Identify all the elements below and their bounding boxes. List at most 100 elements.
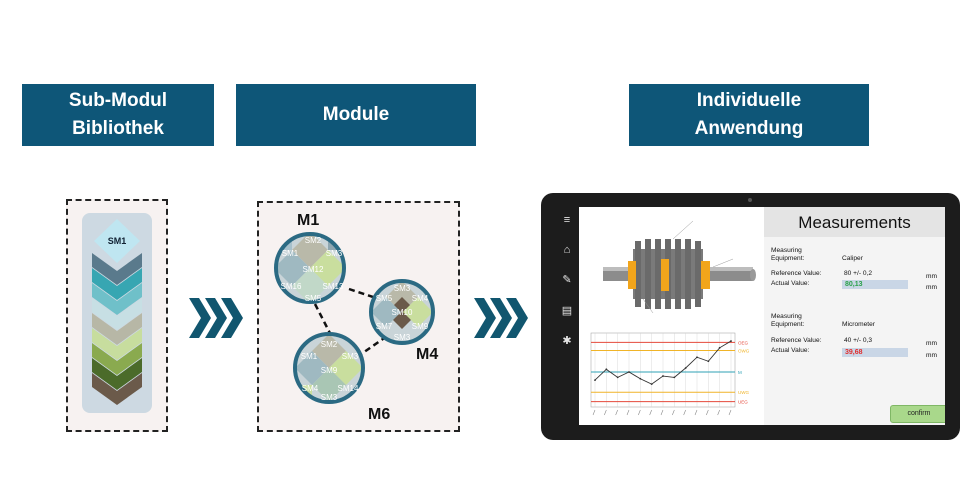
header-line-2: Bibliothek bbox=[72, 118, 164, 139]
equipment-value-2: Micrometer bbox=[842, 321, 875, 328]
m6-cell: SM9 bbox=[321, 366, 338, 375]
arrow-chevrons-1 bbox=[189, 298, 243, 338]
m4-cell: SM3 bbox=[394, 284, 411, 293]
module-m4: SM3 SM5 SM4 SM10 SM7 SM9 SM3 M4 bbox=[369, 279, 438, 363]
equipment-value-1: Caliper bbox=[842, 255, 863, 262]
control-chart: OEG OWG M UWG UEG bbox=[583, 327, 761, 423]
control-chart-svg: OEG OWG M UWG UEG bbox=[590, 332, 750, 416]
m6-cell: SM3 bbox=[342, 352, 359, 361]
app-sidebar: ≡ ⌂ ✎ ▤ ✱ bbox=[555, 207, 579, 425]
menu-icon[interactable]: ≡ bbox=[563, 214, 571, 226]
modules-diagram: SM2 SM1 SM3 SM12 SM16 SM13 SM5 M1 SM3 SM… bbox=[274, 212, 438, 423]
actual-unit-1: mm bbox=[926, 284, 937, 291]
module-m6: SM2 SM1 SM3 SM9 SM4 SM14 SM3 M6 bbox=[293, 332, 390, 423]
arrow-chevrons-2 bbox=[474, 298, 528, 338]
m1-cell: SM12 bbox=[303, 265, 324, 274]
m6-cell: SM3 bbox=[321, 393, 338, 402]
actual-value-2[interactable]: 39,68 bbox=[842, 348, 908, 357]
m1-cell: SM1 bbox=[282, 249, 299, 258]
x-tick bbox=[706, 409, 709, 416]
camera-dot bbox=[748, 198, 752, 202]
confirm-button[interactable]: confirm bbox=[890, 405, 945, 423]
wrench-icon[interactable]: ✎ bbox=[562, 274, 572, 286]
x-tick bbox=[638, 409, 641, 416]
header-individuelle-anwendung: Individuelle Anwendung bbox=[629, 84, 869, 146]
tablet-device: ≡ ⌂ ✎ ▤ ✱ bbox=[541, 193, 960, 440]
x-tick bbox=[728, 409, 732, 416]
x-tick bbox=[592, 409, 596, 416]
gear-shaft-illustration bbox=[603, 220, 756, 314]
sub-module-layer bbox=[92, 283, 142, 315]
reference-unit-2: mm bbox=[926, 340, 937, 347]
m1-cell: SM3 bbox=[326, 249, 343, 258]
measurements-title: Measurements bbox=[764, 207, 945, 237]
header-line-1: Sub-Modul bbox=[68, 90, 168, 111]
measurement-point bbox=[628, 371, 630, 373]
sub-module-layer bbox=[92, 358, 142, 390]
measurement-point bbox=[594, 379, 596, 381]
home-icon[interactable]: ⌂ bbox=[563, 244, 571, 256]
x-tick bbox=[649, 409, 652, 416]
equipment-label-2: Measuring Equipment: bbox=[771, 313, 805, 328]
m1-label: M1 bbox=[297, 212, 319, 229]
x-tick bbox=[604, 409, 607, 416]
measurement-point bbox=[662, 375, 664, 377]
m4-cell: SM3 bbox=[394, 333, 411, 342]
actual-label-2: Actual Value: bbox=[771, 347, 810, 354]
sub-module-layer bbox=[92, 253, 142, 285]
module-m1: SM2 SM1 SM3 SM12 SM16 SM13 SM5 M1 bbox=[274, 212, 346, 304]
sub-module-stack: SM1 bbox=[82, 213, 152, 413]
control-limit-label: M bbox=[738, 370, 742, 375]
header-line-1: Individuelle bbox=[696, 90, 802, 111]
measurement-point bbox=[730, 340, 732, 342]
control-limit-label: UEG bbox=[738, 400, 748, 405]
sub-module-layer bbox=[92, 313, 142, 345]
equipment-label-1: Measuring Equipment: bbox=[771, 247, 805, 262]
reference-value-2: 40 +/- 0,3 bbox=[844, 337, 873, 344]
header-sub-modul-bibliothek: Sub-Modul Bibliothek bbox=[22, 84, 214, 146]
gear-icon[interactable]: ✱ bbox=[562, 335, 572, 347]
measurement-point bbox=[696, 356, 698, 359]
sub-module-layer bbox=[92, 298, 142, 330]
measurement-point bbox=[639, 377, 642, 380]
header-line-2: Anwendung bbox=[694, 118, 804, 139]
sub-module-layer bbox=[92, 268, 142, 300]
x-tick bbox=[626, 409, 630, 416]
m6-cell: SM14 bbox=[338, 384, 359, 393]
control-limit-label: OWG bbox=[738, 348, 750, 353]
x-tick bbox=[683, 409, 686, 416]
m4-cell: SM9 bbox=[412, 322, 429, 331]
m6-label: M6 bbox=[368, 406, 390, 423]
actual-value-1[interactable]: 80,13 bbox=[842, 280, 908, 289]
m1-cell: SM5 bbox=[305, 294, 322, 303]
sub-module-layer bbox=[92, 343, 142, 375]
m6-cell: SM1 bbox=[301, 352, 318, 361]
x-tick bbox=[694, 409, 698, 416]
sub-module-layer bbox=[92, 373, 142, 405]
reference-value-1: 80 +/- 0,2 bbox=[844, 270, 873, 277]
header-line-1: Module bbox=[322, 104, 390, 125]
m4-cell: SM4 bbox=[412, 294, 429, 303]
m1-cell: SM16 bbox=[281, 282, 302, 291]
m4-cell: SM7 bbox=[376, 322, 393, 331]
tablet-screen: ≡ ⌂ ✎ ▤ ✱ bbox=[555, 207, 945, 425]
measurement-point bbox=[650, 383, 653, 386]
sm1-diamond: SM1 bbox=[94, 219, 140, 263]
m4-cell: SM5 bbox=[376, 294, 393, 303]
measurement-point bbox=[673, 376, 676, 379]
x-tick bbox=[660, 409, 664, 416]
book-icon[interactable]: ▤ bbox=[561, 305, 573, 317]
gear-shaft-drawing bbox=[583, 209, 761, 323]
sm1-label: SM1 bbox=[108, 236, 127, 246]
measurement-point bbox=[616, 376, 619, 379]
measurements-panel: Measurements Measuring Equipment: Calipe… bbox=[764, 207, 945, 425]
reference-label-2: Reference Value: bbox=[771, 337, 822, 344]
actual-label-1: Actual Value: bbox=[771, 280, 810, 287]
control-limit-label: OEG bbox=[738, 340, 749, 345]
reference-label-1: Reference Value: bbox=[771, 270, 822, 277]
control-limit-label: UWG bbox=[738, 390, 749, 395]
m6-cell: SM2 bbox=[321, 340, 338, 349]
m4-cell: SM10 bbox=[392, 308, 413, 317]
x-tick bbox=[717, 409, 720, 416]
x-tick bbox=[672, 409, 675, 416]
